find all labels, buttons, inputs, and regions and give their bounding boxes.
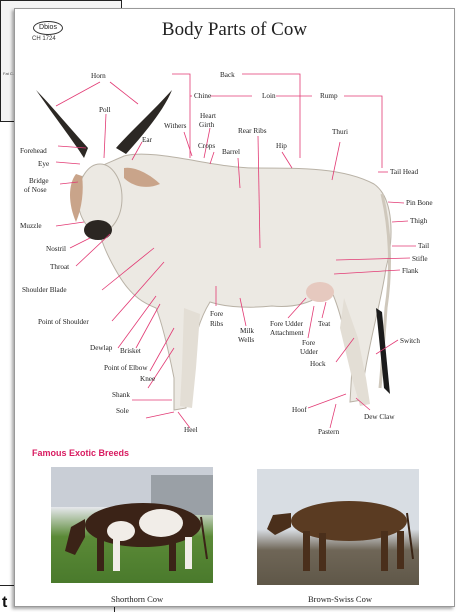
label-shoulder-blade: Shoulder Blade <box>22 286 67 294</box>
shorthorn-cow-photo <box>51 467 213 583</box>
label-milk-wells-line2: Wells <box>238 336 254 344</box>
label-heart-girth-line2: Girth <box>199 121 215 129</box>
label-switch: Switch <box>400 337 420 345</box>
label-fore-ribs-line2: Ribs <box>210 320 223 328</box>
cow-illustration <box>36 90 391 410</box>
label-heart-girth-line1: Heart <box>200 112 216 120</box>
label-sole: Sole <box>116 407 129 415</box>
label-eye: Eye <box>38 160 49 168</box>
label-point-of-elbow: Point of Elbow <box>104 364 148 372</box>
label-back: Back <box>220 71 235 79</box>
label-shank: Shank <box>112 391 130 399</box>
label-crops: Crops <box>198 142 215 150</box>
label-teat: Teat <box>318 320 330 328</box>
background-bottom-text: t <box>2 594 7 612</box>
label-dew-claw: Dew Claw <box>364 413 395 421</box>
label-pin-bone: Pin Bone <box>406 199 433 207</box>
label-rear-ribs: Rear Ribs <box>238 127 267 135</box>
label-hoof: Hoof <box>292 406 307 414</box>
label-muzzle: Muzzle <box>20 222 42 230</box>
cow-diagram: Horn Poll Forehead Eye Bridge of Nose Ea… <box>14 8 453 448</box>
label-stifle: Stifle <box>412 255 428 263</box>
label-tail-head: Tail Head <box>390 168 418 176</box>
shorthorn-cow-caption: Shorthorn Cow <box>111 594 221 604</box>
label-fore-udder-line1: Fore <box>302 339 315 347</box>
brown-swiss-cow-photo <box>257 469 419 585</box>
label-flank: Flank <box>402 267 419 275</box>
label-nostril: Nostril <box>46 245 66 253</box>
label-milk-wells-line1: Milk <box>240 327 254 335</box>
label-forehead: Forehead <box>20 147 47 155</box>
label-pastern: Pastern <box>318 428 340 436</box>
label-rump: Rump <box>320 92 338 100</box>
label-thuri: Thuri <box>332 128 348 136</box>
label-hock: Hock <box>310 360 326 368</box>
label-loin: Loin <box>262 92 276 100</box>
label-bridge-of-nose-line2: of Nose <box>24 186 47 194</box>
label-fore-udder-line2: Udder <box>300 348 319 356</box>
label-fore-ribs-line1: Fore <box>210 310 223 318</box>
label-hip: Hip <box>276 142 287 150</box>
label-knee: Knee <box>140 375 155 383</box>
label-barrel: Barrel <box>222 148 240 156</box>
label-withers: Withers <box>164 122 187 130</box>
shorthorn-cow-image <box>51 467 213 583</box>
label-ear: Ear <box>142 136 153 144</box>
label-point-of-shoulder: Point of Shoulder <box>38 318 89 326</box>
label-dewlap: Dewlap <box>90 344 113 352</box>
label-thigh: Thigh <box>410 217 428 225</box>
label-poll: Poll <box>99 106 111 114</box>
label-tail: Tail <box>418 242 429 250</box>
label-bridge-of-nose-line1: Bridge <box>29 177 49 185</box>
label-fore-udder-attachment-line2: Attachment <box>270 329 304 337</box>
brown-swiss-cow-image <box>257 469 419 585</box>
label-horn: Horn <box>91 72 106 80</box>
label-fore-udder-attachment-line1: Fore Udder <box>270 320 304 328</box>
label-heel: Heel <box>184 426 198 434</box>
label-chine: Chine <box>194 92 211 100</box>
label-throat: Throat <box>50 263 69 271</box>
breeds-heading: Famous Exotic Breeds <box>32 448 129 458</box>
brown-swiss-cow-caption: Brown-Swiss Cow <box>285 594 395 604</box>
label-brisket: Brisket <box>120 347 141 355</box>
